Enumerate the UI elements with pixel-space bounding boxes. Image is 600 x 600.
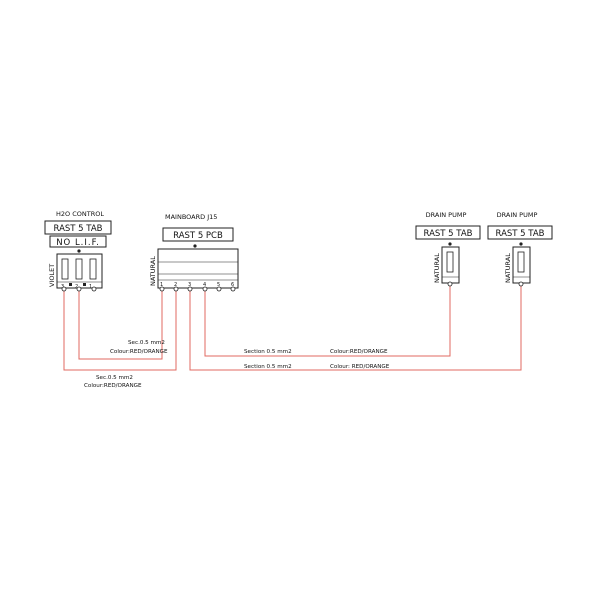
wire-h2o-pin2-to-mainboard-pin1	[78, 288, 163, 360]
h2o-slot-3	[89, 258, 97, 280]
wires	[63, 286, 522, 371]
h2o-terminal-1	[91, 286, 97, 292]
h2o-rast-tab-label: RAST 5 TAB	[54, 224, 103, 234]
h2o-control-connector: H2O CONTROL RAST 5 TAB NO L.I.F. 3 2 1 V…	[44, 210, 112, 292]
h2o-rast-tab-box	[44, 220, 112, 235]
wire-a-colour-label: Colour:RED/ORANGE	[110, 349, 168, 355]
mainboard-terminal-4	[202, 286, 208, 292]
wire-b-section-label: Sec.0.5 mm2	[96, 375, 133, 381]
mainboard-pin-1: 1	[160, 282, 163, 288]
mainboard-pin-3: 3	[188, 282, 191, 288]
h2o-slot-2	[75, 258, 83, 280]
drain-pump-2-rast-tab-box	[487, 225, 553, 240]
mainboard-rast-pcb-box	[162, 227, 234, 242]
h2o-tab-dot	[77, 249, 81, 253]
wire-labels: Sec.0.5 mm2 Colour:RED/ORANGE Sec.0.5 mm…	[84, 340, 390, 389]
mainboard-tab-dot	[193, 244, 197, 248]
drain-pump-2-rast-tab-label: RAST 5 TAB	[496, 229, 545, 239]
drain-pump-2-title: DRAIN PUMP	[497, 211, 538, 219]
drain-pump-1-tab-dot	[448, 242, 452, 246]
wire-mainboard-pin3-to-drain-pump-2	[189, 286, 522, 371]
h2o-pin-marker-b	[69, 283, 72, 286]
mainboard-connector-body	[157, 248, 239, 289]
h2o-wire-color-label: VIOLET	[48, 264, 56, 287]
h2o-pin-3: 3	[61, 284, 64, 290]
drain-pump-1-rast-tab-box	[415, 225, 481, 240]
mainboard-pin-6: 6	[231, 282, 234, 288]
mainboard-terminal-6	[230, 286, 236, 292]
drain-pump-2-connector: DRAIN PUMP RAST 5 TAB NATURAL	[487, 211, 553, 287]
mainboard-connector: MAINBOARD J15 RAST 5 PCB 1 2 3 4 5 6 NAT…	[149, 213, 239, 292]
wire-c-colour-label: Colour:RED/ORANGE	[330, 349, 388, 355]
wire-c-section-label: Section 0.5 mm2	[244, 349, 292, 355]
mainboard-pin-2: 2	[174, 282, 177, 288]
mainboard-title: MAINBOARD J15	[165, 213, 217, 221]
mainboard-pin-5: 5	[217, 282, 220, 288]
drain-pump-2-slot	[517, 251, 525, 273]
drain-pump-2-tab-dot	[519, 242, 523, 246]
h2o-terminal-2	[76, 286, 82, 292]
wire-a-section-label: Sec.0.5 mm2	[128, 340, 165, 346]
drain-pump-1-wire-color-label: NATURAL	[433, 253, 441, 283]
mainboard-wire-color-label: NATURAL	[149, 256, 157, 286]
mainboard-terminal-2	[173, 286, 179, 292]
h2o-control-title: H2O CONTROL	[56, 210, 104, 218]
drain-pump-1-slot	[446, 251, 454, 273]
drain-pump-1-rast-tab-label: RAST 5 TAB	[424, 229, 473, 239]
drain-pump-1-title: DRAIN PUMP	[426, 211, 467, 219]
wire-d-colour-label: Colour: RED/ORANGE	[330, 364, 390, 370]
mainboard-terminal-5	[216, 286, 222, 292]
wire-mainboard-pin4-to-drain-pump-1	[204, 286, 451, 357]
drain-pump-1-connector: DRAIN PUMP RAST 5 TAB NATURAL	[415, 211, 481, 287]
mainboard-pin-numbers: 1 2 3 4 5 6	[160, 282, 234, 288]
mainboard-terminal-1	[159, 286, 165, 292]
drain-pump-1-terminal	[447, 281, 453, 287]
mainboard-terminal-3	[187, 286, 193, 292]
drain-pump-2-terminal	[518, 281, 524, 287]
h2o-terminal-3	[61, 286, 67, 292]
h2o-no-lif-box	[49, 235, 107, 248]
h2o-slot-1	[61, 258, 69, 280]
wire-d-section-label: Section 0.5 mm2	[244, 364, 292, 370]
h2o-pin-2: 2	[75, 284, 78, 290]
mainboard-pin-4: 4	[203, 282, 206, 288]
h2o-pin-1: 1	[89, 284, 92, 290]
drain-pump-2-wire-color-label: NATURAL	[504, 253, 512, 283]
wire-h2o-pin3-to-mainboard-pin2	[63, 288, 177, 371]
mainboard-rast-pcb-label: RAST 5 PCB	[173, 231, 223, 241]
h2o-no-lif-label: NO L.I.F.	[56, 238, 100, 248]
h2o-pin-marker-a	[83, 283, 86, 286]
wire-b-colour-label: Colour:RED/ORANGE	[84, 383, 142, 389]
